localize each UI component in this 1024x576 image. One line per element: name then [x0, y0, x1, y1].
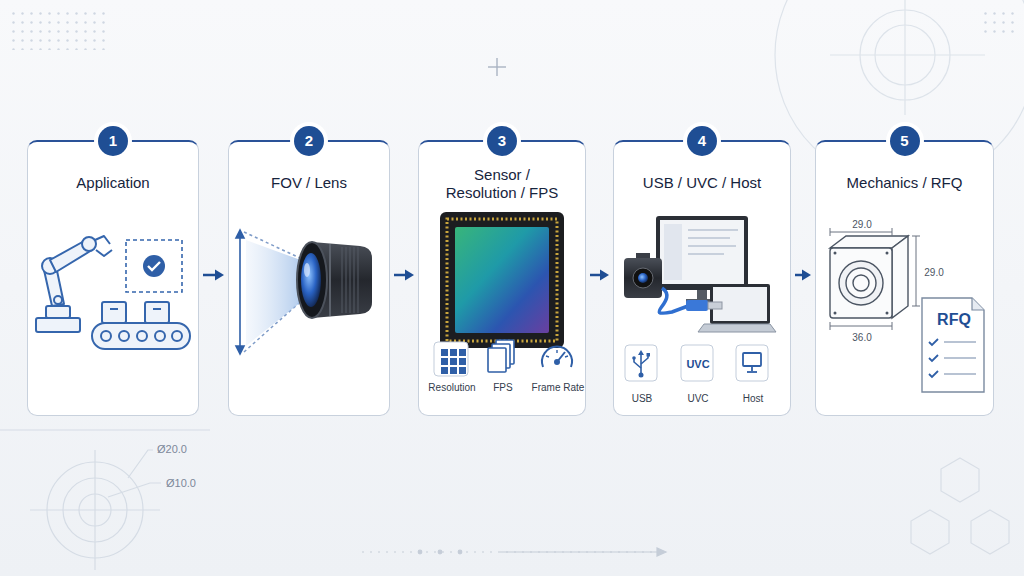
conveyor-icon	[92, 302, 190, 349]
text-slot: Ø20.0	[157, 443, 187, 456]
step-number: 2	[294, 126, 324, 156]
arrow-head	[215, 270, 224, 281]
text-slot: USB / UVC / Host	[621, 174, 783, 192]
arrow-line	[203, 274, 216, 277]
inspection-target-icon	[126, 240, 182, 292]
resolution-icon	[434, 342, 468, 376]
text-slot: Application	[35, 174, 191, 192]
step-detail: Frame Rate	[488, 382, 628, 394]
text-slot: Frame Rate	[488, 382, 628, 394]
flow-arrow	[590, 270, 609, 281]
text-slot: Sensor / Resolution / FPS	[439, 166, 565, 202]
text-slot: 29.0	[864, 267, 1004, 279]
step-detail: UVC	[628, 358, 768, 371]
arrow-line	[590, 274, 601, 277]
step-detail: 36.0	[792, 332, 932, 344]
gauge-icon	[542, 347, 572, 367]
step-title: FOV / Lens	[236, 174, 382, 192]
text-slot: Mechanics / RFQ	[823, 174, 986, 192]
step-title: Mechanics / RFQ	[823, 174, 986, 192]
step-detail: RFQ	[884, 310, 1024, 329]
flow-arrow	[203, 270, 224, 281]
step-number-text: 1	[109, 132, 117, 150]
step-number-text: 4	[698, 132, 706, 150]
text-slot: 36.0	[792, 332, 932, 344]
uvc-icon-frame	[681, 345, 713, 381]
step-number-text: 2	[305, 132, 313, 150]
rfq-document	[922, 298, 984, 392]
flow-arrow	[795, 270, 811, 281]
step-number: 1	[98, 126, 128, 156]
text-slot: 29.0	[792, 219, 932, 231]
step-number: 3	[487, 126, 517, 156]
step-title: Sensor / Resolution / FPS	[439, 166, 565, 202]
step-number-text: 3	[498, 132, 506, 150]
dimension-label: Ø10.0	[166, 477, 196, 490]
host-icon	[736, 345, 768, 381]
text-slot: Host	[683, 393, 823, 405]
step-number: 4	[687, 126, 717, 156]
text-slot: UVC	[628, 358, 768, 371]
flow-arrow	[394, 270, 414, 281]
arrow-line	[795, 274, 803, 277]
lens-illustration	[297, 242, 372, 318]
arrow-head	[600, 270, 609, 281]
arrow-head	[802, 270, 811, 281]
dimension-lines	[830, 228, 920, 330]
text-slot: RFQ	[884, 310, 1024, 329]
fps-icon	[488, 340, 514, 372]
image-sensor-chip	[440, 212, 564, 348]
step-detail: Host	[683, 393, 823, 405]
step-title: USB / UVC / Host	[621, 174, 783, 192]
camera-drawing	[830, 236, 908, 318]
step-title: Application	[35, 174, 191, 192]
dimension-label: Ø20.0	[157, 443, 187, 456]
text-slot: Ø10.0	[166, 477, 196, 490]
arrow-line	[394, 274, 406, 277]
step-number: 5	[890, 126, 920, 156]
usb-camera-illustration	[624, 253, 722, 313]
step-detail: 29.0	[792, 219, 932, 231]
step-number-text: 5	[900, 132, 908, 150]
usb-icon	[625, 345, 657, 381]
arrow-head	[405, 270, 414, 281]
robot-arm-icon	[36, 236, 112, 332]
step-detail: 29.0	[864, 267, 1004, 279]
text-slot: FOV / Lens	[236, 174, 382, 192]
laptop-illustration	[698, 284, 776, 332]
